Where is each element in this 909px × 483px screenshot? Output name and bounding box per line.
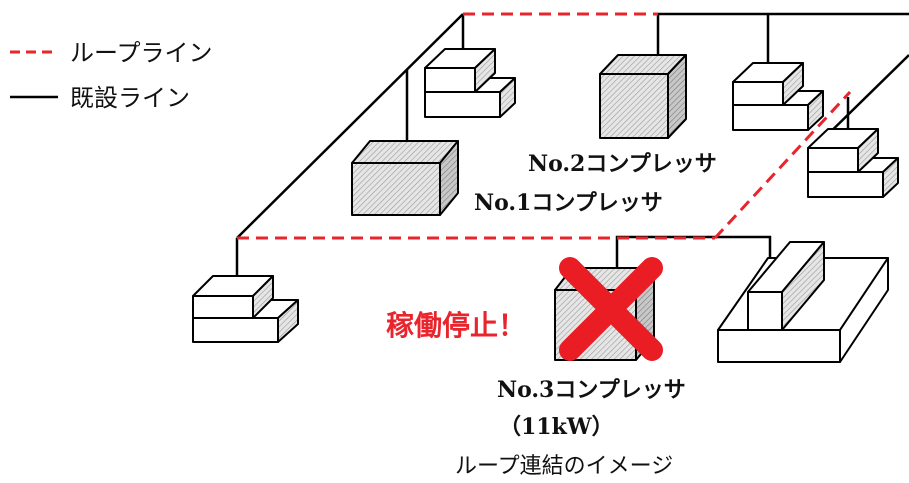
compressor-no1-label: No.1コンプレッサ: [474, 190, 663, 216]
compressor-no2-label: No.2コンプレッサ: [528, 151, 717, 177]
compressor-no3-power: （11kW）: [499, 414, 614, 440]
legend: ループライン 既設ライン: [10, 39, 213, 112]
existing-lines: [235, 12, 909, 278]
compressor-no1-box: [351, 140, 459, 216]
compressor-no3-label: No.3コンプレッサ: [497, 377, 686, 403]
legend-loop-label: ループライン: [70, 39, 213, 67]
machine-top-right: [732, 62, 824, 131]
machine-top-left: [424, 48, 516, 118]
stopped-label: 稼働停止！: [386, 309, 526, 342]
compressor-no2-box: [599, 54, 687, 139]
loop-lines: [237, 12, 852, 240]
machine-large: [717, 241, 889, 363]
machine-bottom-left: [192, 275, 299, 343]
machine-right: [807, 128, 899, 198]
figure-caption: ループ連結のイメージ: [455, 454, 673, 479]
stopped-cross-icon: [559, 257, 663, 361]
legend-existing-label: 既設ライン: [70, 84, 190, 112]
